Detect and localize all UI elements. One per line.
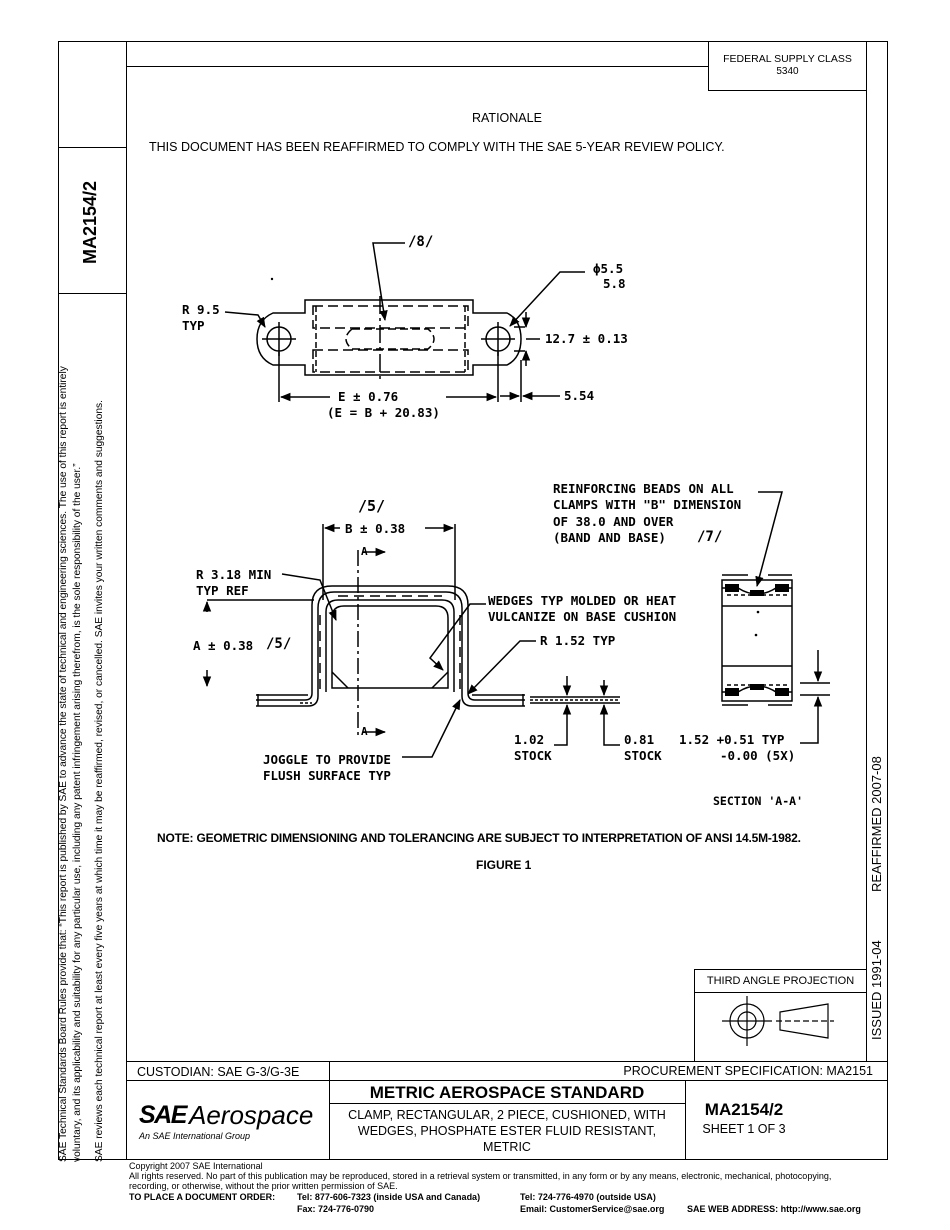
section-mark-a-top: A (361, 545, 368, 558)
sae-aerospace-logo: SAE Aerospace An SAE International Group (139, 1098, 329, 1148)
dim-5-54: 5.54 (564, 388, 595, 403)
radius-3-18: R 3.18 MIN (196, 567, 272, 582)
bead-dim: 1.52 +0.51 TYP (679, 732, 785, 747)
custodian: CUSTODIAN: SAE G-3/G-3E (137, 1065, 300, 1079)
rights-line-1: All rights reserved. No part of this pub… (129, 1171, 832, 1181)
dim-e-formula: (E = B + 20.83) (327, 405, 440, 420)
stock-label-1: STOCK (514, 748, 552, 763)
dim-a: A ± 0.38 (193, 638, 254, 653)
description-line-1: CLAMP, RECTANGULAR, 2 PIECE, CUSHIONED, … (348, 1108, 666, 1122)
title-underline (329, 1103, 685, 1104)
tel-outside: Tel: 724-776-4970 (outside USA) (520, 1192, 656, 1202)
dim-12-7: 12.7 ± 0.13 (545, 331, 628, 346)
left-box-bottom (58, 293, 126, 294)
dim-b: B ± 0.38 (345, 521, 406, 536)
flag-7: /7/ (697, 529, 723, 545)
radius-1-52: R 1.52 TYP (540, 633, 616, 648)
gd-t-note: NOTE: GEOMETRIC DIMENSIONING AND TOLERAN… (157, 831, 801, 845)
dim-e: E ± 0.76 (338, 389, 399, 404)
left-box-top (58, 147, 126, 148)
logo-tagline: An SAE International Group (139, 1131, 251, 1141)
logo-divider (329, 1080, 330, 1160)
sheet-number: SHEET 1 OF 3 (702, 1122, 786, 1136)
radius-9-5: R 9.5 (182, 302, 220, 317)
copyright: Copyright 2007 SAE International (129, 1161, 263, 1171)
flag-5-side: /5/ (266, 636, 292, 652)
tel-usa: Tel: 877-606-7323 (inside USA and Canada… (297, 1192, 481, 1202)
hole-diameter-upper: ϕ5.5 (593, 261, 624, 276)
logo-sae: SAE (139, 1101, 187, 1129)
wedges-note-1: WEDGES TYP MOLDED OR HEAT (488, 593, 677, 608)
section-mark-a-bottom: A (361, 725, 368, 738)
fsc-label: FEDERAL SUPPLY CLASS (723, 53, 852, 65)
email-link[interactable]: Email: CustomerService@sae.org (520, 1204, 665, 1214)
title-block-mid (126, 1080, 888, 1081)
fax: Fax: 724-776-0790 (297, 1204, 375, 1214)
figure-caption: FIGURE 1 (476, 858, 532, 872)
rights-line-2: recording, or otherwise, without the pri… (129, 1181, 398, 1191)
projection-box-divider (694, 992, 867, 993)
reinforcing-note-2: CLAMPS WITH "B" DIMENSION (553, 497, 742, 512)
left-margin-divider (126, 41, 127, 1160)
outer-frame (58, 41, 888, 1160)
top-rule (126, 66, 709, 67)
joggle-note-1: JOGGLE TO PROVIDE (263, 752, 391, 767)
bead-tol: -0.00 (5X) (720, 748, 796, 763)
stock-label-2: STOCK (624, 748, 662, 763)
rationale-title: RATIONALE (472, 111, 542, 125)
reinforcing-note-1: REINFORCING BEADS ON ALL (553, 481, 734, 496)
stock-1-02: 1.02 (514, 732, 545, 747)
docnum-divider (685, 1080, 686, 1160)
logo-aerospace: Aerospace (189, 1100, 314, 1130)
radius-typ: TYP (182, 318, 205, 333)
web-address-link[interactable]: SAE WEB ADDRESS: http://www.sae.org (687, 1204, 861, 1214)
order-label: TO PLACE A DOCUMENT ORDER: (129, 1192, 276, 1202)
procurement-spec: PROCUREMENT SPECIFICATION: MA2151 (623, 1064, 873, 1078)
hole-diameter-lower: 5.8 (603, 276, 626, 291)
rationale-text: THIS DOCUMENT HAS BEEN REAFFIRMED TO COM… (149, 140, 725, 154)
flag-8: /8/ (408, 234, 434, 250)
fsc-box (708, 41, 867, 91)
title-doc-number: MA2154/2 (704, 1100, 784, 1119)
wedges-note-2: VULCANIZE ON BASE CUSHION (488, 609, 677, 624)
right-margin-divider (866, 90, 867, 1061)
custodian-divider (329, 1061, 330, 1080)
fsc-value: 5340 (776, 66, 799, 77)
joggle-note-2: FLUSH SURFACE TYP (263, 768, 391, 783)
section-a-a-label: SECTION 'A-A' (713, 794, 804, 808)
reinforcing-note-3: OF 38.0 AND OVER (553, 514, 674, 529)
reinforcing-note-4: (BAND AND BASE) (553, 530, 666, 545)
radius-typ-ref: TYP REF (196, 583, 249, 598)
flag-5-top: /5/ (358, 497, 386, 515)
title-block-top (126, 1061, 888, 1062)
projection-label: THIRD ANGLE PROJECTION (706, 975, 855, 987)
description-line-3: METRIC (483, 1140, 531, 1154)
description-line-2: WEDGES, PHOSPHATE ESTER FLUID RESISTANT, (357, 1124, 657, 1138)
standard-title: METRIC AEROSPACE STANDARD (369, 1083, 645, 1102)
stock-0-81: 0.81 (624, 732, 655, 747)
